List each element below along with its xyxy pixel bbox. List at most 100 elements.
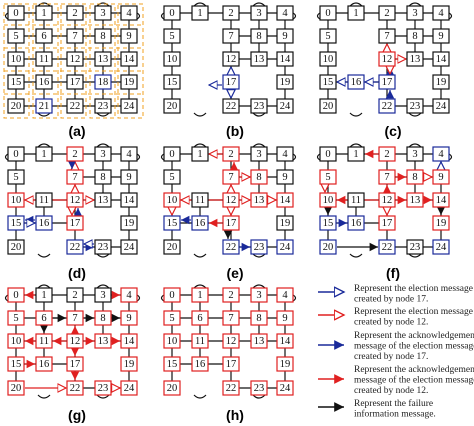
node-10: 10: [7, 51, 25, 67]
node-label: 17: [382, 218, 393, 229]
node-box: [94, 192, 112, 208]
node-label: 17: [70, 77, 81, 88]
node-label: 2: [72, 290, 77, 301]
node-23: 23: [406, 239, 424, 255]
node-17: 17: [378, 215, 396, 231]
cluster-boxes: [3, 3, 144, 119]
node-label: 19: [124, 218, 135, 229]
node-label: 15: [167, 359, 178, 370]
legend-text: created by node 17.: [354, 352, 428, 362]
node-label: 1: [197, 8, 202, 19]
node-box: [276, 287, 294, 303]
node-label: 19: [436, 77, 447, 88]
node-box: [319, 5, 337, 21]
node-10: 10: [7, 333, 25, 349]
node-box: [378, 51, 396, 67]
node-box: [250, 287, 268, 303]
node-label: 2: [72, 149, 77, 160]
wrap-link: [316, 153, 453, 161]
node-label: 4: [282, 149, 288, 160]
node-box: [222, 333, 240, 349]
node-label: 5: [325, 31, 330, 42]
node-13: 13: [94, 333, 112, 349]
node-20: 20: [7, 380, 25, 396]
node-box: [432, 51, 450, 67]
node-box: [406, 239, 424, 255]
node-7: 7: [222, 310, 240, 326]
node-label: 14: [124, 195, 135, 206]
node-label: 3: [100, 8, 105, 19]
legend-text: message of the election message: [354, 341, 474, 352]
node-label: 9: [438, 172, 443, 183]
node-box: [250, 51, 268, 67]
node-22: 22: [66, 380, 84, 396]
node-23: 23: [250, 98, 268, 114]
node-1: 1: [191, 5, 209, 21]
node-box: [222, 310, 240, 326]
node-4: 4: [276, 287, 294, 303]
node-0: 0: [7, 146, 25, 162]
node-label: 0: [13, 8, 18, 19]
node-20: 20: [163, 98, 181, 114]
node-box: [432, 28, 450, 44]
node-0: 0: [7, 287, 25, 303]
node-label: 12: [226, 336, 237, 347]
node-8: 8: [406, 28, 424, 44]
node-box: [406, 146, 424, 162]
node-24: 24: [432, 239, 450, 255]
node-label: 1: [41, 8, 46, 19]
node-box: [66, 74, 84, 90]
legend: Represent the election message created by…: [318, 284, 474, 420]
node-label: 4: [282, 290, 288, 301]
node-12: 12: [222, 333, 240, 349]
node-box: [66, 239, 84, 255]
node-label: 14: [436, 54, 447, 65]
legend-text: Represent the election message: [354, 284, 473, 294]
wrap-link: [252, 284, 266, 399]
node-17: 17: [66, 356, 84, 372]
node-box: [222, 146, 240, 162]
node-box: [432, 239, 450, 255]
node-label: 23: [410, 101, 421, 112]
node-box: [120, 146, 138, 162]
node-label: 10: [11, 336, 22, 347]
node-label: 19: [436, 218, 447, 229]
node-box: [120, 215, 138, 231]
node-box: [120, 287, 138, 303]
node-label: 8: [256, 172, 261, 183]
node-box: [319, 192, 337, 208]
node-box: [222, 51, 240, 67]
node-box: [66, 380, 84, 396]
node-box: [347, 146, 365, 162]
node-box: [7, 310, 25, 326]
wrap-link: [316, 12, 453, 20]
node-10: 10: [163, 51, 181, 67]
node-label: 5: [13, 31, 18, 42]
node-label: 6: [41, 31, 46, 42]
node-label: 24: [124, 242, 135, 253]
node-label: 3: [256, 290, 261, 301]
node-box: [35, 310, 53, 326]
node-label: 19: [124, 77, 135, 88]
node-box: [94, 310, 112, 326]
cluster-column: [89, 3, 116, 119]
node-box: [163, 192, 181, 208]
node-22: 22: [66, 98, 84, 114]
node-1: 1: [35, 5, 53, 21]
node-label: 16: [351, 218, 362, 229]
node-label: 15: [167, 218, 178, 229]
node-label: 15: [167, 77, 178, 88]
node-box: [35, 192, 53, 208]
node-19: 19: [276, 74, 294, 90]
node-box: [276, 239, 294, 255]
node-20: 20: [7, 98, 25, 114]
node-label: 20: [11, 242, 22, 253]
node-label: 13: [98, 336, 109, 347]
node-label: 16: [195, 359, 206, 370]
node-5: 5: [163, 169, 181, 185]
node-8: 8: [250, 310, 268, 326]
